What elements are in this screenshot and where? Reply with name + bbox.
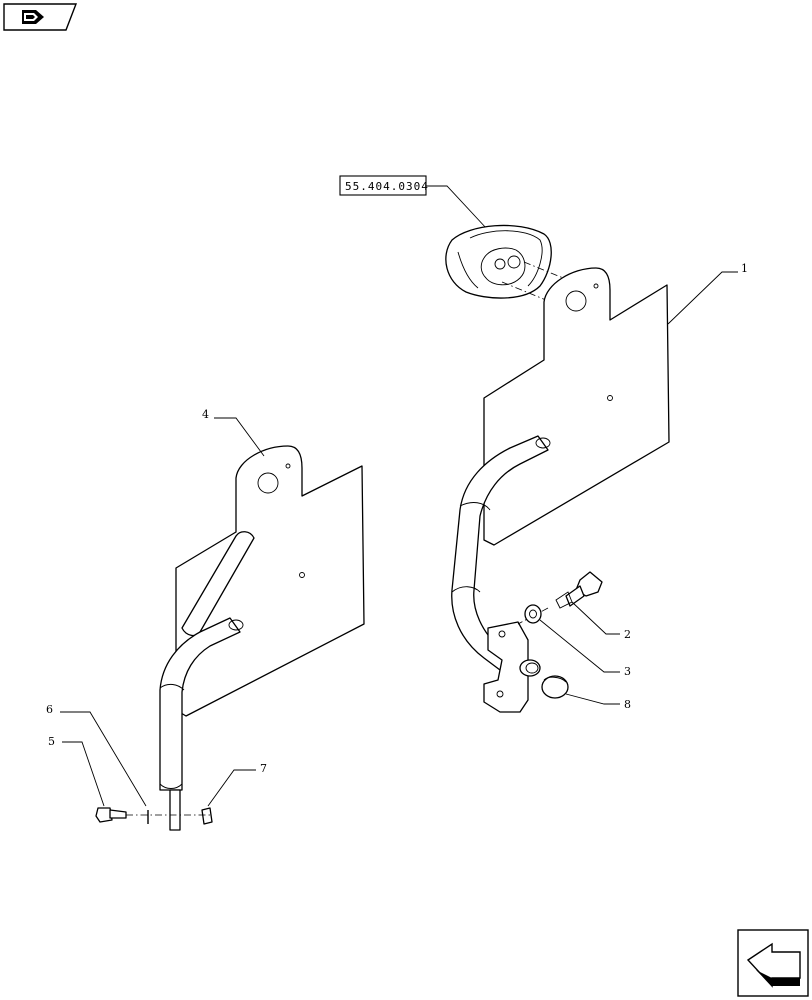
bolt-2 <box>555 571 603 609</box>
callout-2[interactable]: 2 <box>624 628 631 641</box>
callout-4[interactable]: 4 <box>202 408 209 421</box>
bolt-5 <box>95 807 127 823</box>
callout-5[interactable]: 5 <box>48 735 55 748</box>
bracket-plate-1 <box>451 267 670 713</box>
book-arrow-icon[interactable] <box>3 3 78 31</box>
bracket-plate-4 <box>159 445 365 831</box>
next-page-arrow-icon[interactable] <box>737 929 809 997</box>
callout-3[interactable]: 3 <box>624 665 631 678</box>
cap-8 <box>541 675 569 699</box>
tail-lamp <box>445 224 552 299</box>
reference-box-label: 55.404.0304 <box>345 180 429 193</box>
washer-3 <box>524 604 542 624</box>
callout-6[interactable]: 6 <box>46 703 53 716</box>
callout-8[interactable]: 8 <box>624 698 631 711</box>
nut-7 <box>201 807 213 825</box>
callout-7[interactable]: 7 <box>260 762 267 775</box>
reference-box[interactable]: 55.404.0304 <box>339 175 488 230</box>
callout-1[interactable]: 1 <box>741 262 748 275</box>
